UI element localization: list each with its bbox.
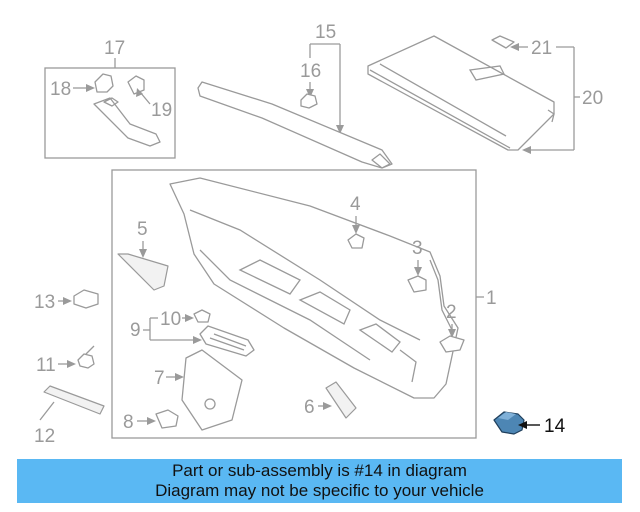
- banner-background: [17, 459, 622, 503]
- callout-4: 4: [350, 194, 361, 215]
- group-17-box: [44, 67, 176, 159]
- part-9-bracket[interactable]: [199, 325, 255, 357]
- part-15-trim-strip[interactable]: [197, 81, 393, 169]
- part-16-clip[interactable]: [300, 93, 318, 109]
- callout-3: 3: [412, 238, 423, 259]
- callout-21: 21: [531, 38, 552, 59]
- callout-12: 12: [34, 426, 55, 447]
- part-21-cap[interactable]: [491, 35, 515, 49]
- callout-14: 14: [544, 416, 566, 437]
- callout-5: 5: [137, 219, 148, 240]
- callout-18: 18: [50, 79, 71, 100]
- part-3-clip[interactable]: [407, 275, 427, 293]
- callout-2: 2: [446, 302, 457, 323]
- part-10-clip[interactable]: [193, 309, 211, 323]
- part-18-clip[interactable]: [94, 73, 114, 93]
- part-17-trim[interactable]: [93, 97, 161, 147]
- info-banner: Part or sub-assembly is #14 in diagram D…: [17, 459, 622, 503]
- callout-17: 17: [104, 38, 125, 59]
- group-20: 21 20: [367, 35, 603, 154]
- part-6-bracket[interactable]: [325, 381, 357, 419]
- part-5-bracket[interactable]: [117, 253, 169, 291]
- part-19-clip[interactable]: [127, 75, 145, 95]
- part-2-clip[interactable]: [439, 335, 465, 353]
- callout-1: 1: [486, 288, 497, 309]
- part-8-clip[interactable]: [155, 409, 179, 429]
- group-15: 15 16: [197, 22, 393, 169]
- group-17: 17 18 19: [44, 38, 176, 159]
- part-12-strip[interactable]: [43, 385, 105, 415]
- callout-20: 20: [582, 88, 603, 109]
- callout-16: 16: [300, 61, 321, 82]
- callout-19: 19: [151, 100, 172, 121]
- part-1-tailgate-panel[interactable]: [169, 177, 459, 399]
- callout-9: 9: [130, 320, 141, 341]
- part-13-clip[interactable]: [73, 289, 99, 309]
- group-1-box: [111, 169, 477, 439]
- callout-15: 15: [315, 22, 336, 43]
- part-11-screw[interactable]: [77, 345, 95, 369]
- banner-line-2: Diagram may not be specific to your vehi…: [155, 481, 484, 500]
- callout-11: 11: [36, 355, 56, 376]
- callout-13: 13: [34, 292, 55, 313]
- group-1: 1 5 4 3 2 9 10: [111, 169, 497, 439]
- callout-7: 7: [154, 368, 165, 389]
- highlighted-part-14: 14: [493, 411, 566, 437]
- part-4-clip[interactable]: [347, 233, 365, 249]
- callout-6: 6: [304, 397, 315, 418]
- callout-10: 10: [160, 309, 181, 330]
- loose-parts-left: 13 11 12: [34, 289, 105, 447]
- callout-8: 8: [123, 412, 134, 433]
- part-20-cargo-cover[interactable]: [367, 35, 555, 151]
- banner-line-1: Part or sub-assembly is #14 in diagram: [172, 461, 467, 480]
- part-7-cover[interactable]: [181, 349, 243, 431]
